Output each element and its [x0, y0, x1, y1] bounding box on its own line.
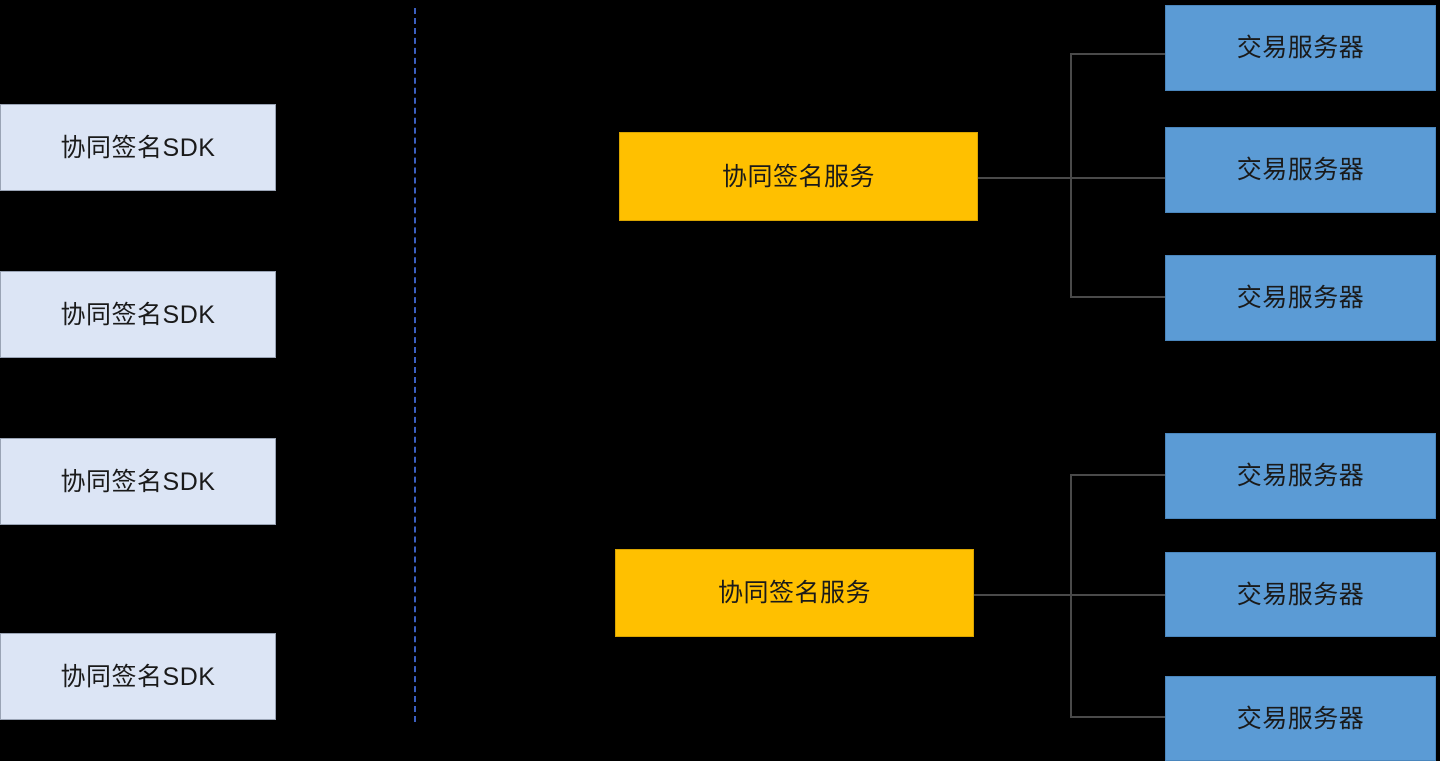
- transaction-server-box-3[interactable]: 交易服务器: [1165, 255, 1436, 341]
- connector-bottom-stub-server-4: [1070, 474, 1165, 476]
- sdk-box-3-label: 协同签名SDK: [60, 467, 216, 496]
- vertical-dashed-divider: [414, 8, 416, 722]
- sdk-box-1[interactable]: 协同签名SDK: [0, 104, 276, 191]
- sdk-box-1-label: 协同签名SDK: [60, 133, 216, 162]
- transaction-server-box-5[interactable]: 交易服务器: [1165, 552, 1436, 637]
- sdk-box-2-label: 协同签名SDK: [60, 300, 216, 329]
- transaction-server-box-1[interactable]: 交易服务器: [1165, 5, 1436, 91]
- connector-bottom-trunk-vertical: [1070, 474, 1072, 718]
- transaction-server-box-4[interactable]: 交易服务器: [1165, 433, 1436, 519]
- transaction-server-box-6[interactable]: 交易服务器: [1165, 676, 1436, 761]
- sdk-box-3[interactable]: 协同签名SDK: [0, 438, 276, 525]
- transaction-server-box-2[interactable]: 交易服务器: [1165, 127, 1436, 213]
- connector-top-stub-server-3: [1070, 296, 1165, 298]
- connector-top-trunk-vertical: [1070, 53, 1072, 298]
- sdk-box-2[interactable]: 协同签名SDK: [0, 271, 276, 358]
- transaction-server-box-4-label: 交易服务器: [1236, 462, 1365, 490]
- connector-top-stub-server-1: [1070, 53, 1165, 55]
- connector-bottom-service-to-trunk: [974, 594, 1165, 596]
- transaction-server-box-6-label: 交易服务器: [1236, 704, 1365, 733]
- signing-service-box-1[interactable]: 协同签名服务: [619, 132, 978, 221]
- transaction-server-box-3-label: 交易服务器: [1236, 284, 1365, 312]
- transaction-server-box-5-label: 交易服务器: [1236, 580, 1365, 609]
- transaction-server-box-1-label: 交易服务器: [1236, 34, 1365, 62]
- transaction-server-box-2-label: 交易服务器: [1236, 156, 1365, 184]
- signing-service-box-2[interactable]: 协同签名服务: [615, 549, 974, 637]
- connector-bottom-stub-server-6: [1070, 716, 1165, 718]
- signing-service-box-2-label: 协同签名服务: [717, 579, 871, 607]
- signing-service-box-1-label: 协同签名服务: [721, 162, 875, 191]
- sdk-box-4-label: 协同签名SDK: [60, 662, 216, 691]
- sdk-box-4[interactable]: 协同签名SDK: [0, 633, 276, 720]
